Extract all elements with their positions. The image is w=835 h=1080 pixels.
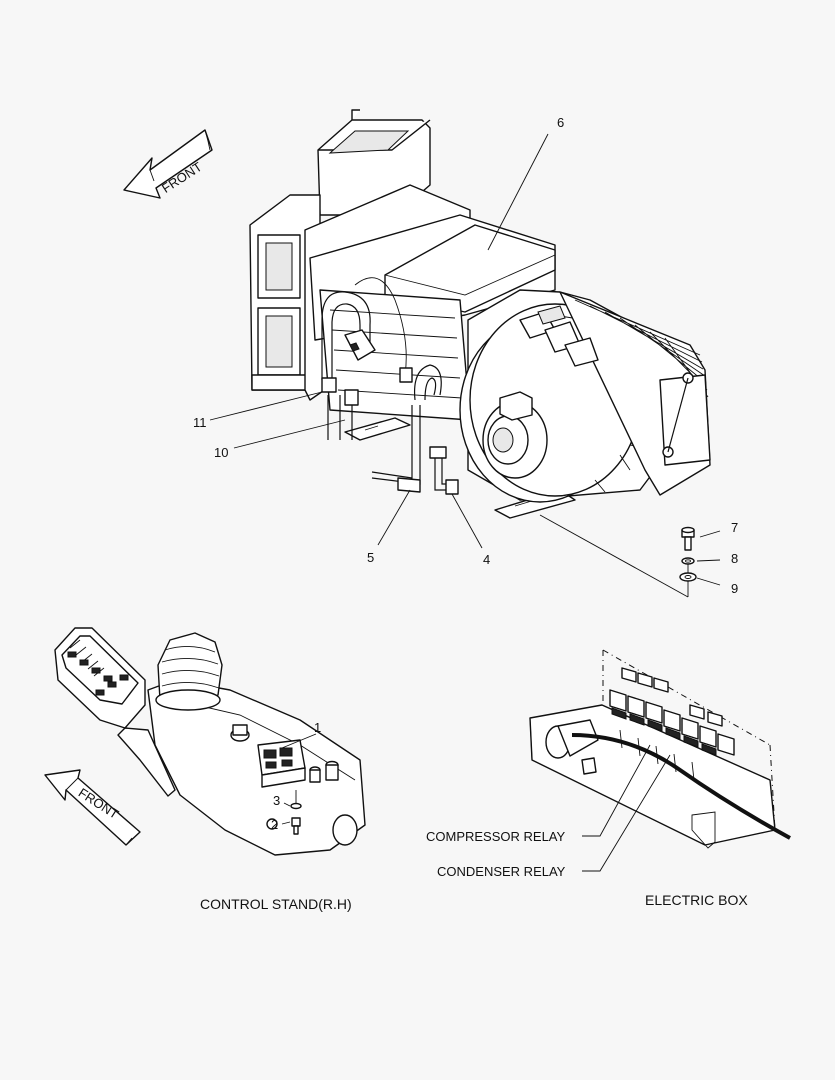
compressor-relay-label: COMPRESSOR RELAY (426, 829, 566, 844)
callout-7: 7 (731, 520, 738, 535)
caption-control-stand: CONTROL STAND(R.H) (200, 896, 352, 912)
callout-2: 2 (271, 817, 278, 832)
control-stand (54, 627, 366, 856)
callout-8: 8 (731, 551, 738, 566)
mounting-bolt-set (679, 526, 697, 582)
condenser-relay-label: CONDENSER RELAY (437, 864, 566, 879)
front-arrow-bottom: FRONT (44, 769, 141, 846)
front-arrow-top: FRONT (123, 129, 213, 199)
callout-4: 4 (483, 552, 490, 567)
callout-6: 6 (557, 115, 564, 130)
callout-3: 3 (273, 793, 280, 808)
electric-box (529, 649, 791, 872)
callout-5: 5 (367, 550, 374, 565)
air-conditioner-unit (249, 109, 711, 598)
callout-11: 11 (193, 415, 207, 430)
callout-10: 10 (214, 445, 228, 460)
leader-lines-top (209, 133, 721, 586)
caption-electric-box: ELECTRIC BOX (645, 892, 748, 908)
callout-1: 1 (314, 720, 321, 735)
callout-9: 9 (731, 581, 738, 596)
